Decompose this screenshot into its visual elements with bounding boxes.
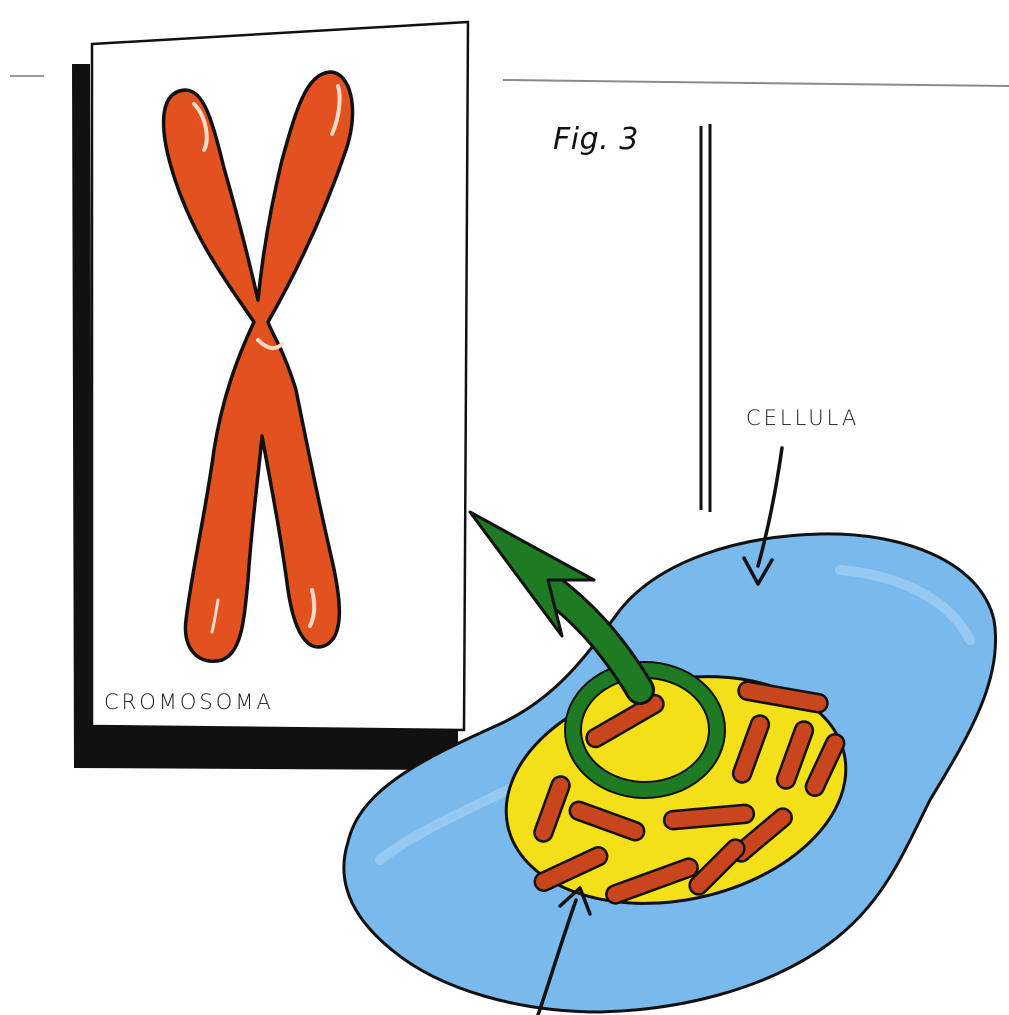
top-rule-right [503,80,1009,86]
cell-label: CELLULA [746,406,859,430]
chromosome-label: CROMOSOMA [104,690,274,714]
figure-label: Fig. 3 [553,122,639,157]
green-arrow [470,512,640,690]
